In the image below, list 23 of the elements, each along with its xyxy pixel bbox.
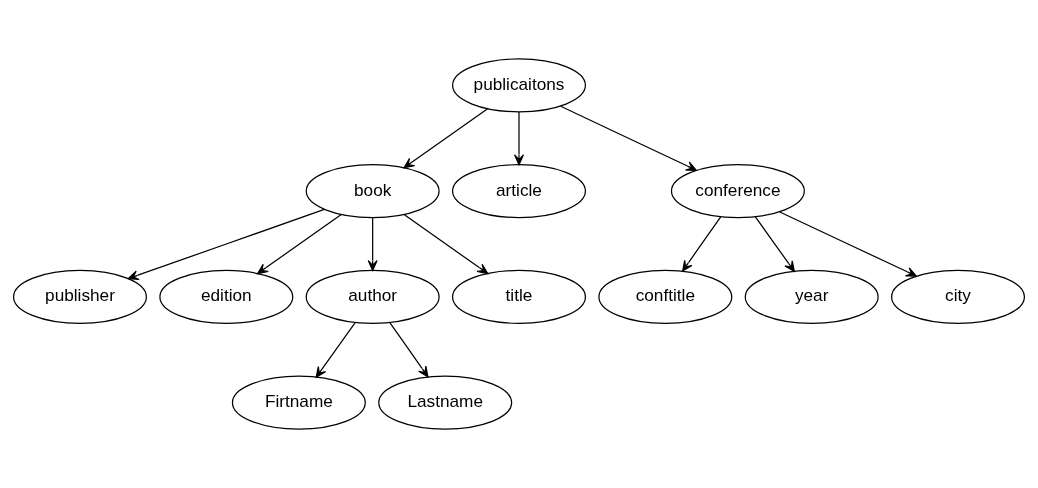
node-ellipse: article: [451, 164, 587, 219]
node-ellipse: Firtname: [231, 375, 366, 430]
arrow: [513, 111, 525, 166]
node-ellipse: edition: [159, 269, 294, 324]
arrow: [779, 211, 917, 277]
arrow: [257, 213, 342, 275]
arrow: [560, 105, 697, 171]
node-ellipse: conftitle: [598, 269, 733, 324]
arrow: [127, 208, 325, 281]
arrow: [754, 216, 795, 272]
arrow: [367, 217, 378, 271]
arrow: [682, 216, 722, 272]
arrow: [389, 321, 429, 378]
node-ellipse: publicaitons: [451, 58, 587, 113]
node-ellipse: book: [305, 164, 440, 219]
arrow: [403, 213, 489, 275]
node-ellipse: author: [305, 269, 440, 324]
node-ellipse: conference: [670, 164, 805, 219]
arrow: [315, 321, 356, 378]
node-ellipse: year: [744, 269, 879, 324]
node-ellipse: title: [451, 269, 587, 324]
node-ellipse: Lastname: [378, 375, 513, 430]
arrow: [403, 108, 489, 169]
